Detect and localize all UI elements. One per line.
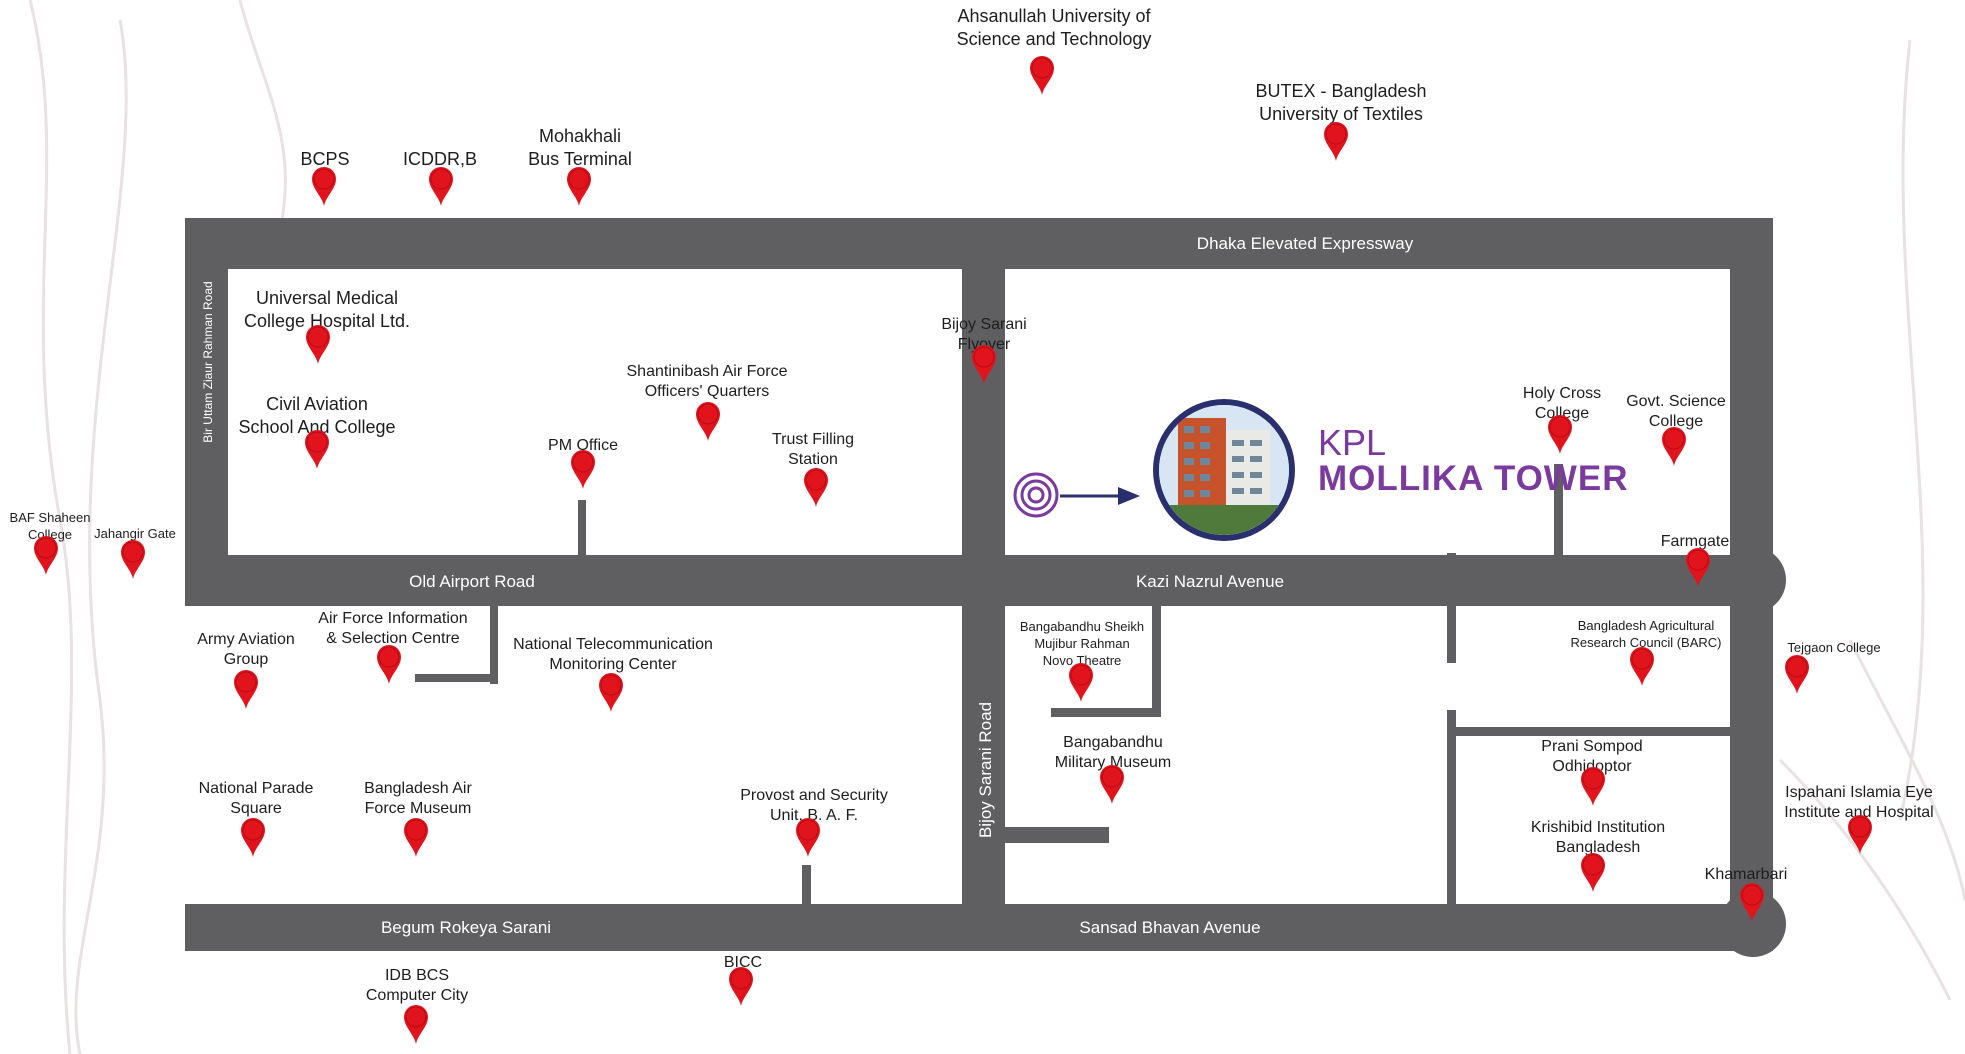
- map-pin-icon[interactable]: [1846, 813, 1874, 855]
- map-pin-icon[interactable]: [1028, 54, 1056, 96]
- map-pin-icon[interactable]: [569, 448, 597, 490]
- map-pin-icon[interactable]: [304, 323, 332, 365]
- map-pin-icon[interactable]: [1322, 120, 1350, 162]
- map-pin-icon[interactable]: [565, 165, 593, 207]
- map-pin-icon[interactable]: [597, 671, 625, 713]
- map-pin-icon[interactable]: [1628, 645, 1656, 687]
- location-target-icon: [1013, 472, 1059, 518]
- map-pin-icon[interactable]: [970, 343, 998, 385]
- brand-prefix: KPL: [1318, 422, 1387, 463]
- map-pin-icon[interactable]: [1660, 425, 1688, 467]
- background-decoration: [28, 0, 1965, 1054]
- map-pin-icon[interactable]: [303, 428, 331, 470]
- place-label-icddrb: ICDDR,B: [402, 149, 478, 169]
- place-label-pm-office: PM Office: [548, 437, 618, 454]
- map-pin-icon[interactable]: [119, 538, 147, 580]
- place-label-khamarbari: Khamarbari: [1704, 866, 1788, 883]
- map-pin-icon[interactable]: [1579, 765, 1607, 807]
- road-label-old-airport-road: Old Airport Road: [409, 572, 535, 591]
- map-pin-icon[interactable]: [32, 534, 60, 576]
- brand-name: MOLLIKA TOWER: [1318, 459, 1629, 498]
- map-pin-icon[interactable]: [1684, 546, 1712, 588]
- place-label-jahangir-gate: Jahangir Gate: [94, 526, 176, 541]
- place-label-air-force-info: Air Force Information& Selection Centre: [318, 610, 468, 647]
- road-label-dhaka-elevated-expressway: Dhaka Elevated Expressway: [1196, 234, 1414, 253]
- building-photo: [1153, 399, 1295, 541]
- place-label-bcps: BCPS: [300, 149, 350, 169]
- road-label-bir-uttam-ziaur-rahman-road: Bir Uttam Ziaur Rahman Road: [201, 281, 215, 443]
- map-pin-icon[interactable]: [794, 816, 822, 858]
- road-label-begum-rokeya-sarani: Begum Rokeya Sarani: [380, 918, 552, 937]
- arrow-icon: [1060, 487, 1140, 505]
- map-pin-icon[interactable]: [1738, 881, 1766, 923]
- map-pin-icon[interactable]: [402, 816, 430, 858]
- map-pin-icon[interactable]: [427, 165, 455, 207]
- map-pin-icon[interactable]: [310, 165, 338, 207]
- road-label-bijoy-sarani-road: Bijoy Sarani Road: [976, 701, 995, 839]
- map-pin-icon[interactable]: [232, 668, 260, 710]
- map-pin-icon[interactable]: [402, 1003, 430, 1045]
- road-label-sansad-bhavan-avenue: Sansad Bhavan Avenue: [1079, 918, 1261, 937]
- map-pin-icon[interactable]: [727, 965, 755, 1007]
- place-label-tejgaon: Tejgaon College: [1787, 640, 1881, 655]
- map-pin-icon[interactable]: [1579, 851, 1607, 893]
- map-pin-icon[interactable]: [1546, 413, 1574, 455]
- place-label-bicc: BICC: [723, 954, 763, 971]
- roads: [185, 218, 1786, 957]
- road-label-kazi-nazrul-avenue: Kazi Nazrul Avenue: [1135, 572, 1285, 591]
- map-pin-icon[interactable]: [1098, 763, 1126, 805]
- map-pin-icon[interactable]: [1783, 653, 1811, 695]
- place-label-farmgate: Farmgate: [1660, 533, 1730, 550]
- map-pin-icon[interactable]: [694, 400, 722, 442]
- map-pin-icon[interactable]: [1067, 661, 1095, 703]
- map-pin-icon[interactable]: [802, 466, 830, 508]
- map-pin-icon[interactable]: [239, 816, 267, 858]
- map-pin-icon[interactable]: [375, 643, 403, 685]
